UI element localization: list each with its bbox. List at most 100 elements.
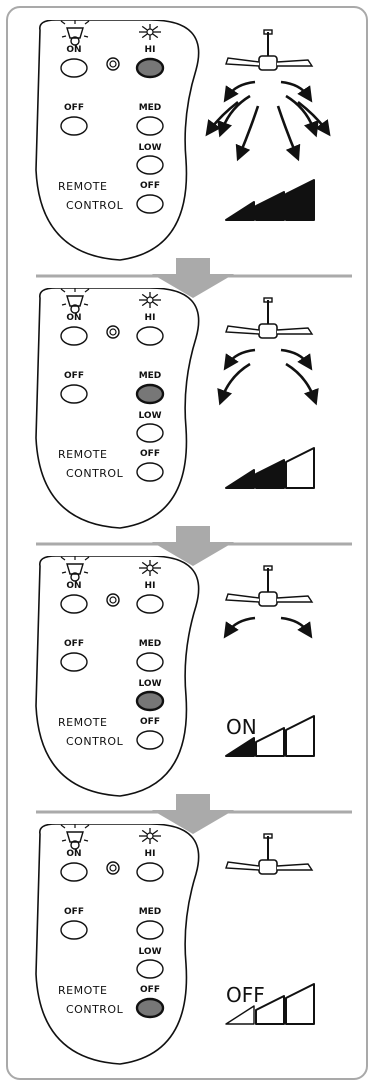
- button-label: LOW: [139, 143, 162, 153]
- button-label: LOW: [139, 679, 162, 689]
- airflow-arrow-icon: [280, 348, 313, 371]
- button-label: OFF: [64, 371, 84, 381]
- step-panel-2: ON OFF HI MED LOW OFF REMOTE CONTROL: [35, 288, 319, 529]
- next-step-arrow: [152, 526, 234, 566]
- next-step-arrow: [152, 794, 234, 834]
- remote-button-med[interactable]: MED: [135, 371, 165, 405]
- button-label: HI: [145, 581, 156, 591]
- button-label: OFF: [64, 103, 84, 113]
- airflow-arrow-icon: [235, 105, 260, 162]
- airflow-arrow-icon: [280, 616, 313, 639]
- remote-button-off[interactable]: OFF: [60, 639, 88, 672]
- remote-button-on[interactable]: ON: [60, 581, 88, 614]
- button-label: MED: [139, 639, 162, 649]
- remote-label-line2: CONTROL: [66, 1003, 124, 1016]
- airflow-arrow-icon: [285, 94, 319, 138]
- button-label: ON: [66, 581, 81, 591]
- led-indicator-icon: [106, 57, 120, 71]
- step-divider: [36, 794, 352, 834]
- remote-label-line1: REMOTE: [58, 716, 107, 729]
- button-label: LOW: [139, 947, 162, 957]
- remote-button-med[interactable]: MED: [136, 103, 164, 136]
- airflow-arrows: [223, 616, 313, 639]
- light-icon: [60, 288, 90, 314]
- button-label: OFF: [140, 717, 160, 727]
- speed-bar-icon: [225, 179, 315, 221]
- remote-button-low[interactable]: LOW: [135, 679, 165, 712]
- remote-button-hi[interactable]: HI: [135, 45, 165, 79]
- remote-body: [35, 824, 200, 1065]
- fan-icon: [139, 828, 161, 844]
- airflow-arrow-icon: [205, 100, 239, 137]
- remote-button-off[interactable]: OFF: [60, 371, 88, 404]
- remote-button-fan-off[interactable]: OFF: [136, 181, 164, 214]
- next-step-arrow: [152, 258, 234, 298]
- remote-button-hi[interactable]: HI: [136, 313, 164, 346]
- remote-label-line1: REMOTE: [58, 448, 107, 461]
- light-icon: [60, 824, 90, 850]
- airflow-arrow-icon: [280, 80, 313, 103]
- button-label: LOW: [139, 411, 162, 421]
- ceiling-fan-icon: [225, 833, 314, 875]
- remote-button-on[interactable]: ON: [60, 45, 88, 78]
- button-label: OFF: [64, 907, 84, 917]
- power-indicator-text: OFF: [226, 983, 265, 1007]
- airflow-arrow-icon: [285, 362, 319, 406]
- remote-button-med[interactable]: MED: [136, 639, 164, 672]
- remote-label-line2: CONTROL: [66, 735, 124, 748]
- remote-button-fan-off[interactable]: OFF: [136, 717, 164, 750]
- remote-button-off[interactable]: OFF: [60, 103, 88, 136]
- remote-button-off[interactable]: OFF: [60, 907, 88, 940]
- led-indicator-icon: [106, 861, 120, 875]
- button-label: HI: [145, 45, 156, 55]
- remote-button-on[interactable]: ON: [60, 849, 88, 882]
- step-panel-3: ON OFF HI MED LOW OFF REMOTE CONTROL ON: [35, 556, 315, 797]
- remote-button-on[interactable]: ON: [60, 313, 88, 346]
- light-icon: [60, 20, 90, 46]
- remote-label-line2: CONTROL: [66, 467, 124, 480]
- ceiling-fan-icon: [225, 29, 314, 71]
- led-indicator-icon: [106, 593, 120, 607]
- light-icon: [60, 556, 90, 582]
- button-label: HI: [145, 849, 156, 859]
- remote-body: [35, 20, 200, 261]
- button-label: ON: [66, 849, 81, 859]
- button-label: HI: [145, 313, 156, 323]
- ceiling-fan-icon: [225, 565, 314, 607]
- remote-label-line1: REMOTE: [58, 180, 107, 193]
- remote-button-low[interactable]: LOW: [136, 143, 164, 175]
- button-label: OFF: [140, 449, 160, 459]
- airflow-arrow-icon: [223, 80, 256, 103]
- airflow-arrow-icon: [297, 100, 331, 137]
- airflow-arrow-icon: [217, 94, 251, 138]
- airflow-arrow-icon: [223, 616, 256, 639]
- step-divider: [36, 258, 352, 298]
- remote-button-fan-off[interactable]: OFF: [136, 449, 164, 482]
- button-label: ON: [66, 45, 81, 55]
- remote-button-low[interactable]: LOW: [136, 411, 164, 443]
- airflow-arrow-icon: [217, 362, 251, 406]
- button-label: MED: [139, 907, 162, 917]
- fan-icon: [139, 292, 161, 308]
- remote-label-line1: REMOTE: [58, 984, 107, 997]
- step-divider: [36, 526, 352, 566]
- airflow-arrow-icon: [223, 348, 256, 371]
- speed-bar-icon: [225, 715, 315, 757]
- remote-body: [35, 288, 200, 529]
- button-label: ON: [66, 313, 81, 323]
- remote-body: [35, 556, 200, 797]
- step-panel-1: ON OFF HI MED LOW OFF REMOTE CONTROL: [35, 20, 331, 261]
- airflow-arrows: [217, 348, 319, 406]
- fan-icon: [139, 560, 161, 576]
- remote-button-hi[interactable]: HI: [136, 849, 164, 882]
- speed-bar-icon: [225, 447, 315, 489]
- remote-label-line2: CONTROL: [66, 199, 124, 212]
- remote-button-fan-off[interactable]: OFF: [135, 985, 165, 1019]
- remote-button-med[interactable]: MED: [136, 907, 164, 940]
- remote-button-low[interactable]: LOW: [136, 947, 164, 979]
- button-label: OFF: [64, 639, 84, 649]
- button-label: MED: [139, 103, 162, 113]
- power-indicator-text: ON: [226, 715, 257, 739]
- remote-button-hi[interactable]: HI: [136, 581, 164, 614]
- step-panel-4: ON OFF HI MED LOW OFF REMOTE CONTROL OFF: [35, 824, 315, 1065]
